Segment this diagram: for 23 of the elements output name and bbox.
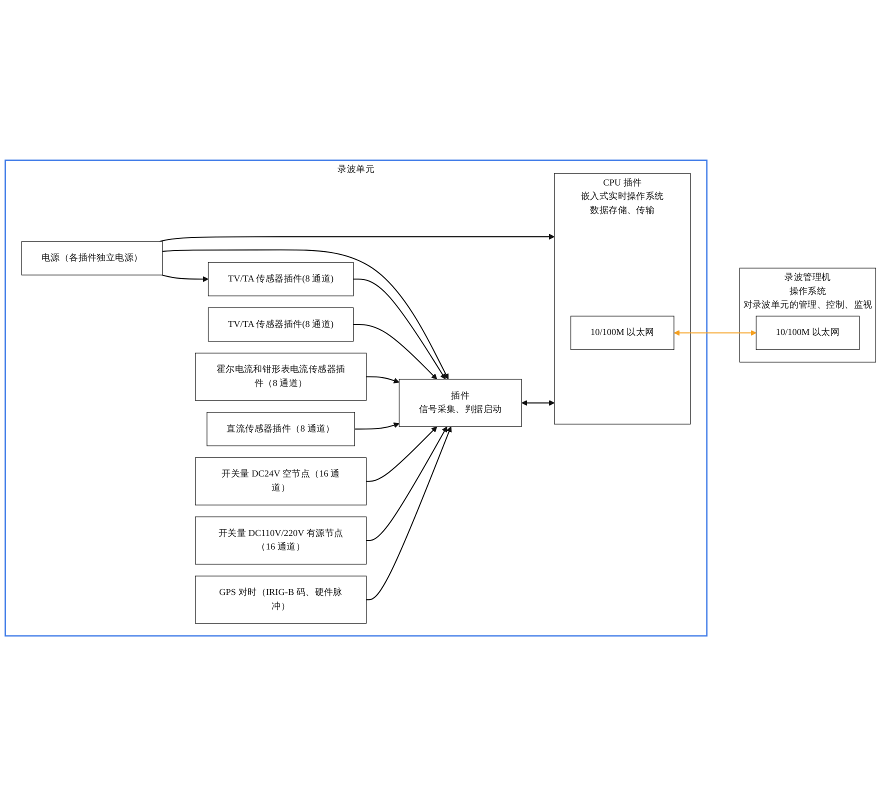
node-box: 10/100M 以太网 — [570, 316, 674, 350]
arrow — [366, 426, 438, 482]
arrow — [353, 324, 438, 380]
node-box: GPS 对时（IRIG-B 码、硬件脉冲） — [194, 576, 367, 624]
arrow — [160, 234, 555, 242]
arrow — [353, 278, 446, 380]
arrow — [366, 426, 448, 541]
node-box: 霍尔电流和钳形表电流传感器插件（8 通道） — [194, 352, 367, 401]
node-box: TV/TA 传感器插件(8 通道) — [208, 307, 354, 342]
arrow — [162, 274, 209, 282]
node-box: 开关量 DC110V/220V 有源节点（16 通道） — [194, 516, 367, 564]
node-box: 电源（各插件独立电源） — [21, 241, 163, 276]
arrow — [162, 249, 449, 380]
node-box: 直流传感器插件（8 通道） — [206, 412, 355, 446]
arrow — [354, 422, 400, 430]
node-box: 开关量 DC24V 空节点（16 通道） — [194, 457, 367, 506]
arrow — [366, 426, 452, 600]
node-box: TV/TA 传感器插件(8 通道) — [208, 262, 354, 296]
node-box: 10/100M 以太网 — [756, 316, 860, 350]
node-box: 插件 信号采集、判据启动 — [398, 378, 522, 427]
arrow — [366, 376, 400, 384]
arrow — [674, 330, 756, 336]
arrow — [522, 400, 555, 406]
